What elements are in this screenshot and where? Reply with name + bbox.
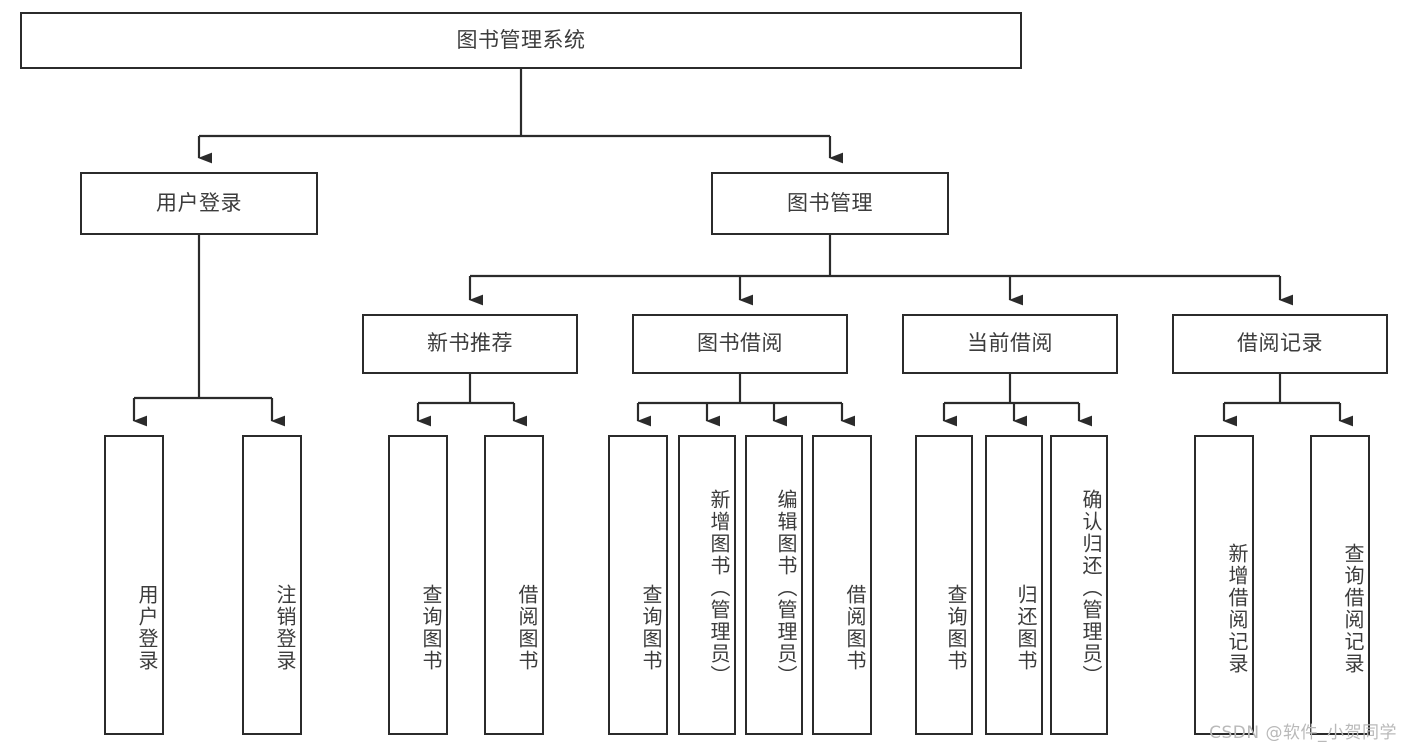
node-current-borrow-label: 当前借阅 — [967, 331, 1053, 356]
node-book-manage-label: 图书管理 — [787, 190, 873, 215]
node-leaf-borrow-book-2-label: 借阅图书 — [843, 583, 867, 672]
node-borrow-record-label: 借阅记录 — [1237, 331, 1323, 356]
node-leaf-query-book-1[interactable]: 查询图书 — [388, 435, 448, 735]
node-book-borrow[interactable]: 图书借阅 — [632, 314, 848, 374]
node-leaf-add-book[interactable]: 新增图书（管理员） — [678, 435, 736, 735]
node-leaf-return-book[interactable]: 归还图书 — [985, 435, 1043, 735]
node-leaf-logout-label: 注销登录 — [273, 583, 297, 672]
node-leaf-user-login-label: 用户登录 — [135, 583, 159, 672]
node-root-label: 图书管理系统 — [456, 27, 586, 52]
node-leaf-confirm-return-label: 确认归还（管理员） — [1079, 489, 1103, 687]
node-borrow-record[interactable]: 借阅记录 — [1172, 314, 1388, 374]
node-leaf-query-book-2[interactable]: 查询图书 — [608, 435, 668, 735]
node-leaf-add-record[interactable]: 新增借阅记录 — [1194, 435, 1254, 735]
node-leaf-borrow-book-1-label: 借阅图书 — [515, 583, 539, 672]
node-root[interactable]: 图书管理系统 — [20, 12, 1022, 69]
node-leaf-borrow-book-2[interactable]: 借阅图书 — [812, 435, 872, 735]
node-leaf-add-book-label: 新增图书（管理员） — [707, 489, 731, 687]
node-leaf-borrow-book-1[interactable]: 借阅图书 — [484, 435, 544, 735]
node-leaf-edit-book-label: 编辑图书（管理员） — [774, 489, 798, 687]
node-current-borrow[interactable]: 当前借阅 — [902, 314, 1118, 374]
node-book-borrow-label: 图书借阅 — [697, 331, 783, 356]
node-leaf-edit-book[interactable]: 编辑图书（管理员） — [745, 435, 803, 735]
node-user-login[interactable]: 用户登录 — [80, 172, 318, 235]
node-leaf-user-login[interactable]: 用户登录 — [104, 435, 164, 735]
node-leaf-query-record[interactable]: 查询借阅记录 — [1310, 435, 1370, 735]
node-new-book-recommend-label: 新书推荐 — [427, 331, 513, 356]
node-leaf-confirm-return[interactable]: 确认归还（管理员） — [1050, 435, 1108, 735]
node-leaf-add-record-label: 新增借阅记录 — [1225, 543, 1249, 675]
node-leaf-return-book-label: 归还图书 — [1014, 583, 1038, 672]
node-leaf-query-book-2-label: 查询图书 — [639, 583, 663, 672]
node-leaf-query-book-3[interactable]: 查询图书 — [915, 435, 973, 735]
node-book-manage[interactable]: 图书管理 — [711, 172, 949, 235]
node-leaf-query-book-3-label: 查询图书 — [944, 583, 968, 672]
node-user-login-label: 用户登录 — [156, 190, 242, 215]
node-leaf-logout[interactable]: 注销登录 — [242, 435, 302, 735]
watermark-text: CSDN @软件_小贺同学 — [1209, 723, 1397, 743]
node-leaf-query-book-1-label: 查询图书 — [419, 583, 443, 672]
node-new-book-recommend[interactable]: 新书推荐 — [362, 314, 578, 374]
node-leaf-query-record-label: 查询借阅记录 — [1341, 543, 1365, 675]
